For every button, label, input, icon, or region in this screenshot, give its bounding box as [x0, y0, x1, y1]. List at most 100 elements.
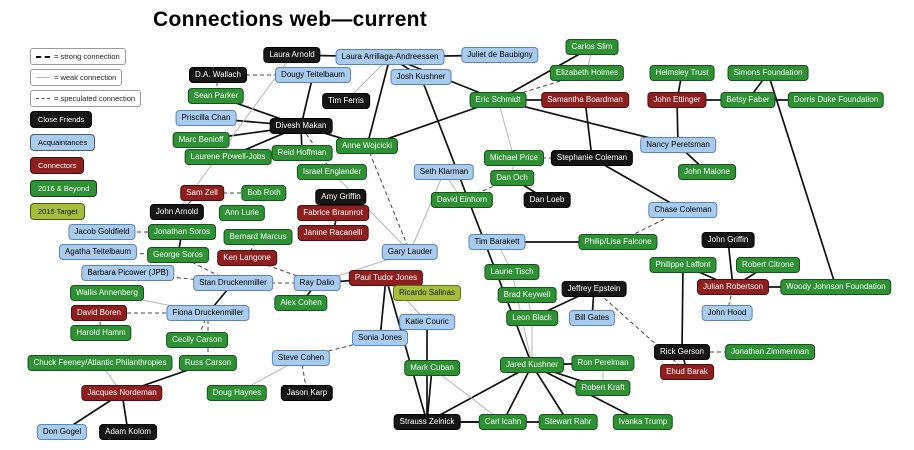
node-brad-keywell: Brad Keywell	[497, 287, 557, 303]
node-russ-carson: Russ Carson	[178, 355, 238, 371]
node-alex-cohen: Alex Cohen	[274, 295, 328, 311]
node-jonathan-soros: Jonathan Soros	[147, 224, 217, 240]
node-jason-karp: Jason Karp	[280, 385, 334, 401]
node-bernard-marcus: Bernard Marcus	[223, 229, 293, 245]
node-israel-englander: Israel Englander	[296, 164, 368, 180]
edge-philippe-laffont--rick-gerson	[681, 264, 684, 353]
node-wallis-annenberg: Wallis Annenberg	[70, 285, 144, 301]
edge-eric-schmidt--carlos-slim	[497, 46, 593, 101]
node-philip-lisa-falcone: Philip/Lisa Falcone	[578, 234, 658, 250]
node-nancy-peretsman: Nancy Peretsman	[640, 137, 716, 153]
edge-chase-coleman--philip-lisa-falcone	[617, 209, 684, 243]
node-laura-arrillaga-andreessen: Laura Arrillaga-Andreessen	[335, 49, 445, 65]
node-chuck-feeney: Chuck Feeney/Atlantic Philanthropies	[27, 355, 173, 371]
node-amy-griffin: Amy Griffin	[315, 189, 367, 205]
node-david-boren: David Boren	[70, 305, 128, 321]
node-samantha-boardman: Samantha Boardman	[541, 92, 629, 108]
edge-seth-klarman--gary-lauder	[409, 171, 445, 253]
edge-samantha-boardman--stephanie-coleman	[584, 99, 593, 159]
node-seth-klarman: Seth Klarman	[413, 164, 475, 180]
node-betsy-faber: Betsy Faber	[720, 92, 776, 108]
edge-jared-kushner--carl-icahn	[502, 364, 533, 423]
node-reid-hoffman: Reid Hoffman	[271, 145, 333, 161]
edge-ken-langone--ray-dalio	[246, 257, 318, 284]
node-priscilla-chan: Priscilla Chan	[175, 110, 237, 126]
node-ken-langone: Ken Langone	[217, 250, 277, 266]
node-john-griffin: John Griffin	[701, 232, 755, 248]
node-laurie-tisch: Laurie Tisch	[484, 264, 540, 280]
node-ann-lurie: Ann Lurie	[218, 205, 266, 221]
edge-divesh-makan--dougy-teitelbaum	[300, 74, 314, 127]
node-john-hood: John Hood	[701, 305, 753, 321]
node-jonathan-zimmerman: Jonathan Zimmerman	[725, 344, 815, 360]
node-philippe-laffont: Philippe Laffont	[649, 257, 717, 273]
legend-strong-connection: = strong connection	[30, 48, 126, 65]
node-laura-arnold: Laura Arnold	[263, 47, 321, 63]
edge-laura-arrillaga-andreessen--anne-wojcicki	[366, 56, 391, 147]
node-tim-barakett: Tim Barakett	[468, 234, 526, 250]
node-helmsley-trust: Helmsley Trust	[649, 65, 715, 81]
node-doug-haynes: Doug Haynes	[206, 385, 268, 401]
legend-speculated-label: = speculated connection	[54, 94, 136, 103]
node-fabrice-braunrot: Fabrice Braunrot	[297, 205, 369, 221]
edge-paul-tudor-jones--sonia-jones	[379, 277, 387, 339]
edge-simons-foundation--woody-johnson-foundation	[767, 72, 837, 288]
node-ricardo-salinas: Ricardo Salinas	[392, 285, 462, 301]
strong-line-icon	[36, 55, 50, 58]
edge-eric-schmidt--michael-price	[497, 99, 515, 159]
node-adam-kolom: Adam Kolom	[99, 424, 157, 440]
speculated-line-icon	[36, 98, 50, 99]
node-julian-robertson: Julian Robertson	[696, 279, 770, 295]
edge-stephanie-coleman--chase-coleman	[591, 157, 684, 211]
edge-anne-wojcicki--gary-lauder	[366, 145, 411, 253]
node-dan-loeb: Dan Loeb	[523, 192, 571, 208]
node-ron-perelman: Ron Perelman	[571, 355, 635, 371]
node-robert-kraft: Robert Kraft	[575, 380, 631, 396]
legend-weak-label: = weak connection	[54, 73, 117, 82]
node-paul-tudor-jones: Paul Tudor Jones	[348, 270, 424, 286]
node-jacob-goldfield: Jacob Goldfield	[68, 224, 136, 240]
node-da-wallach: D.A. Wallach	[189, 67, 247, 83]
node-rick-gerson: Rick Gerson	[653, 344, 711, 360]
node-sonia-jones: Sonia Jones	[351, 330, 409, 346]
edge-strauss-zelnick--jared-kushner	[426, 364, 533, 423]
node-john-malone: John Malone	[678, 164, 736, 180]
legend-weak-connection: = weak connection	[30, 69, 123, 86]
node-katie-couric: Katie Couric	[399, 314, 455, 330]
node-stewart-rahr: Stewart Rahr	[538, 414, 598, 430]
node-sam-zell: Sam Zell	[180, 185, 224, 201]
node-ehud-barak: Ehud Barak	[660, 364, 714, 380]
edge-gary-lauder--israel-englander	[331, 171, 411, 253]
node-marc-benioff: Marc Benioff	[172, 132, 230, 148]
node-laurene-powell-jobs: Laurene Powell-Jobs	[184, 149, 272, 165]
node-fiona-druckenmiller: Fiona Druckenmiller	[166, 305, 250, 321]
node-juliet-de-baubigny: Juliet de Baubigny	[461, 47, 539, 63]
node-carl-icahn: Carl Icahn	[478, 414, 528, 430]
node-mark-cuban: Mark Cuban	[404, 360, 460, 376]
node-cecily-carson: Cecily Carson	[166, 332, 228, 348]
node-stephanie-coleman: Stephanie Coleman	[550, 150, 634, 166]
legend-close-friends: Close Friends	[30, 111, 93, 128]
node-bill-gates: Bill Gates	[568, 310, 616, 326]
node-anne-wojcicki: Anne Wojcicki	[335, 138, 399, 154]
edge-paul-tudor-jones--strauss-zelnick	[385, 277, 428, 423]
node-carlos-slim: Carlos Slim	[565, 39, 619, 55]
legend-2015-target: 2015 Target	[30, 203, 86, 220]
legend-speculated-connection: = speculated connection	[30, 90, 142, 107]
page-title: Connections web—current	[153, 8, 428, 31]
node-ray-dalio: Ray Dalio	[293, 275, 341, 291]
node-chase-coleman: Chase Coleman	[648, 202, 718, 218]
node-leon-black: Leon Black	[506, 310, 558, 326]
node-john-ettinger: John Ettinger	[647, 92, 707, 108]
node-josh-kushner: Josh Kushner	[390, 69, 452, 85]
node-janine-racanelli: Janine Racanelli	[297, 225, 369, 241]
node-barbara-picower: Barbara Picower (JPB)	[81, 265, 175, 281]
node-sean-parker: Sean Parker	[187, 88, 245, 104]
legend-acquaintances: Acquaintances	[30, 134, 96, 151]
node-divesh-makan: Divesh Makan	[269, 118, 333, 134]
legend: = strong connection = weak connection = …	[30, 48, 142, 226]
node-jeffrey-epstein: Jeffrey Epstein	[561, 281, 627, 297]
node-jacques-nordeman: Jacques Nordeman	[81, 385, 163, 401]
